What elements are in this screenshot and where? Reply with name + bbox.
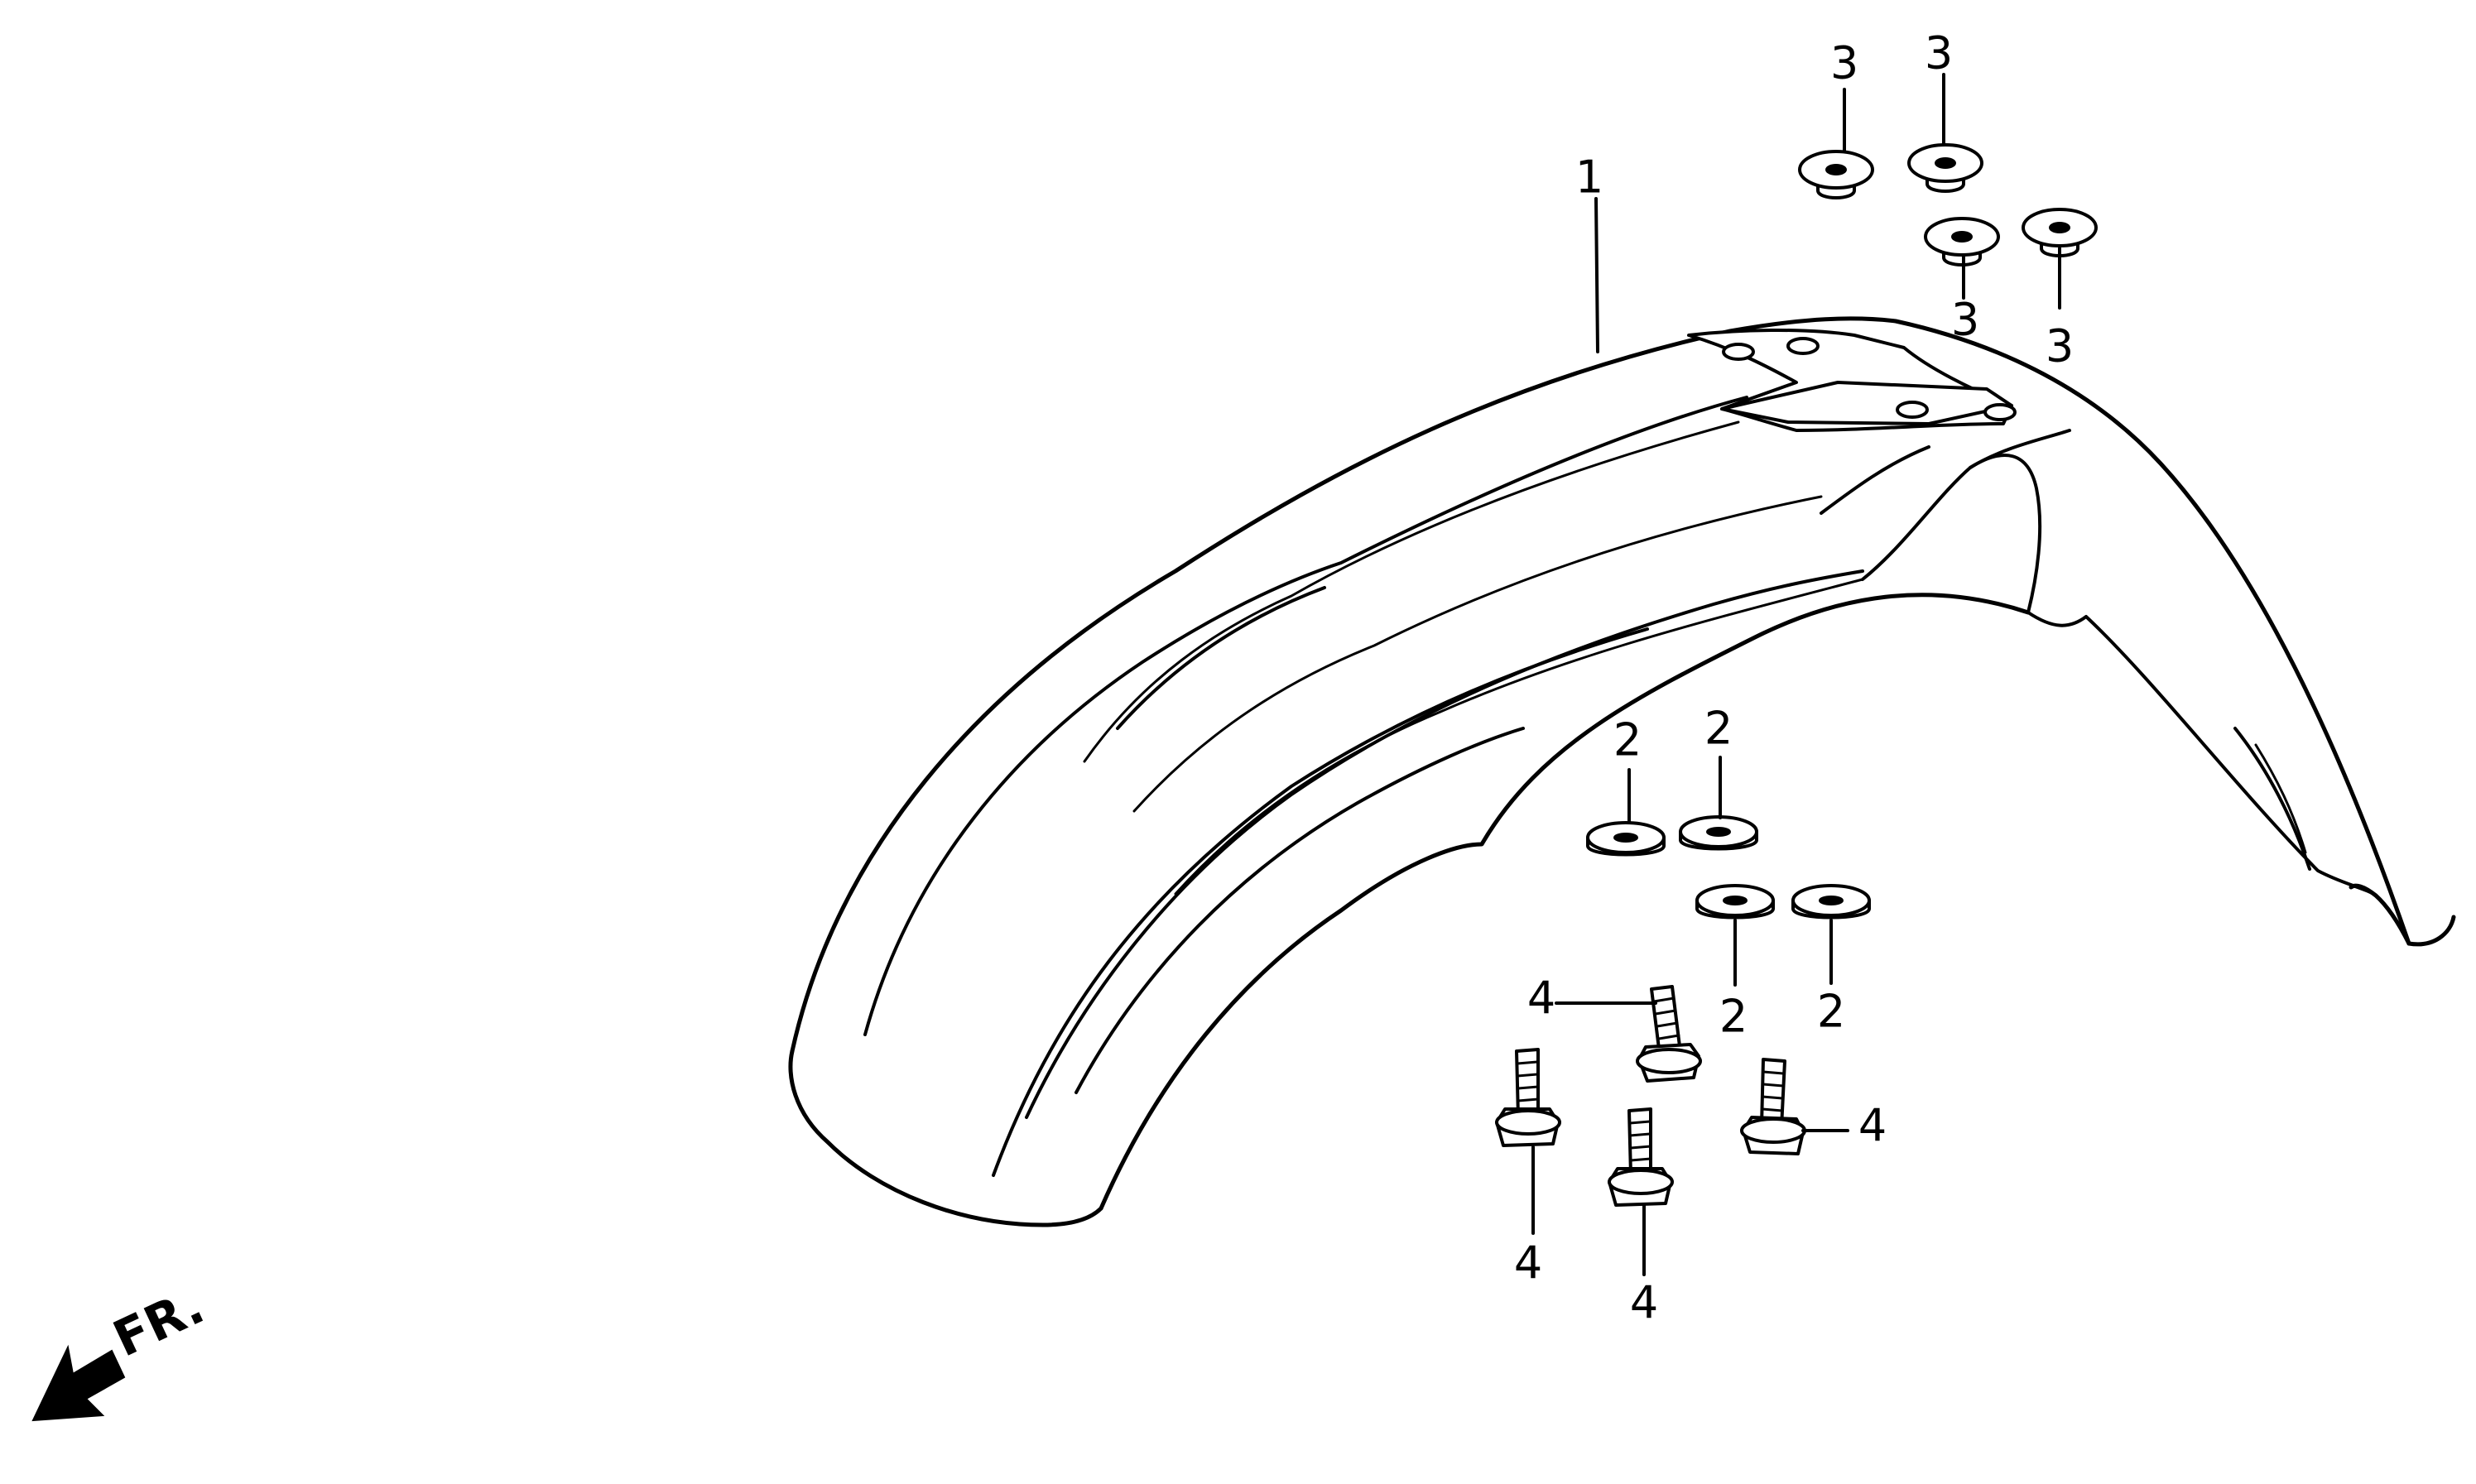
grommet	[1798, 150, 1874, 199]
part-label-1: 1	[1575, 151, 1603, 204]
part-label-4: 4	[1527, 973, 1555, 1025]
part-label-4: 4	[1858, 1100, 1887, 1152]
bolt-group	[1495, 985, 1849, 1276]
part-labels: 1 3 3 3 3 2 2 2 2 4 4 4 4	[1514, 27, 2074, 1329]
part-label-3: 3	[1830, 37, 1858, 89]
grommet	[1924, 217, 2000, 267]
part-label-2: 2	[1817, 986, 1845, 1038]
grommet	[2022, 208, 2098, 257]
washer	[1695, 884, 1775, 920]
part-label-3: 3	[1925, 27, 1953, 79]
part-label-2: 2	[1719, 991, 1748, 1043]
grommet	[1907, 143, 1983, 193]
fr-label: FR.	[105, 1277, 213, 1368]
part-label-2: 2	[1704, 703, 1733, 755]
front-direction-arrow: FR.	[31, 1277, 213, 1422]
washer	[1679, 815, 1758, 851]
front-fender	[788, 197, 2456, 1227]
part-label-3: 3	[2046, 320, 2074, 372]
flange-bolt	[1608, 1107, 1674, 1207]
part-label-3: 3	[1951, 294, 1979, 346]
part-label-4: 4	[1630, 1277, 1658, 1329]
flange-bolt	[1740, 1058, 1806, 1155]
flange-bolt	[1636, 985, 1702, 1083]
part-label-4: 4	[1514, 1237, 1542, 1289]
washer	[1791, 884, 1871, 920]
part-label-2: 2	[1613, 714, 1642, 766]
grommet-group	[1798, 73, 2098, 310]
arrow-icon	[31, 1344, 126, 1422]
flange-bolt	[1495, 1048, 1561, 1147]
washer	[1586, 821, 1666, 857]
washer-group	[1586, 756, 1871, 987]
